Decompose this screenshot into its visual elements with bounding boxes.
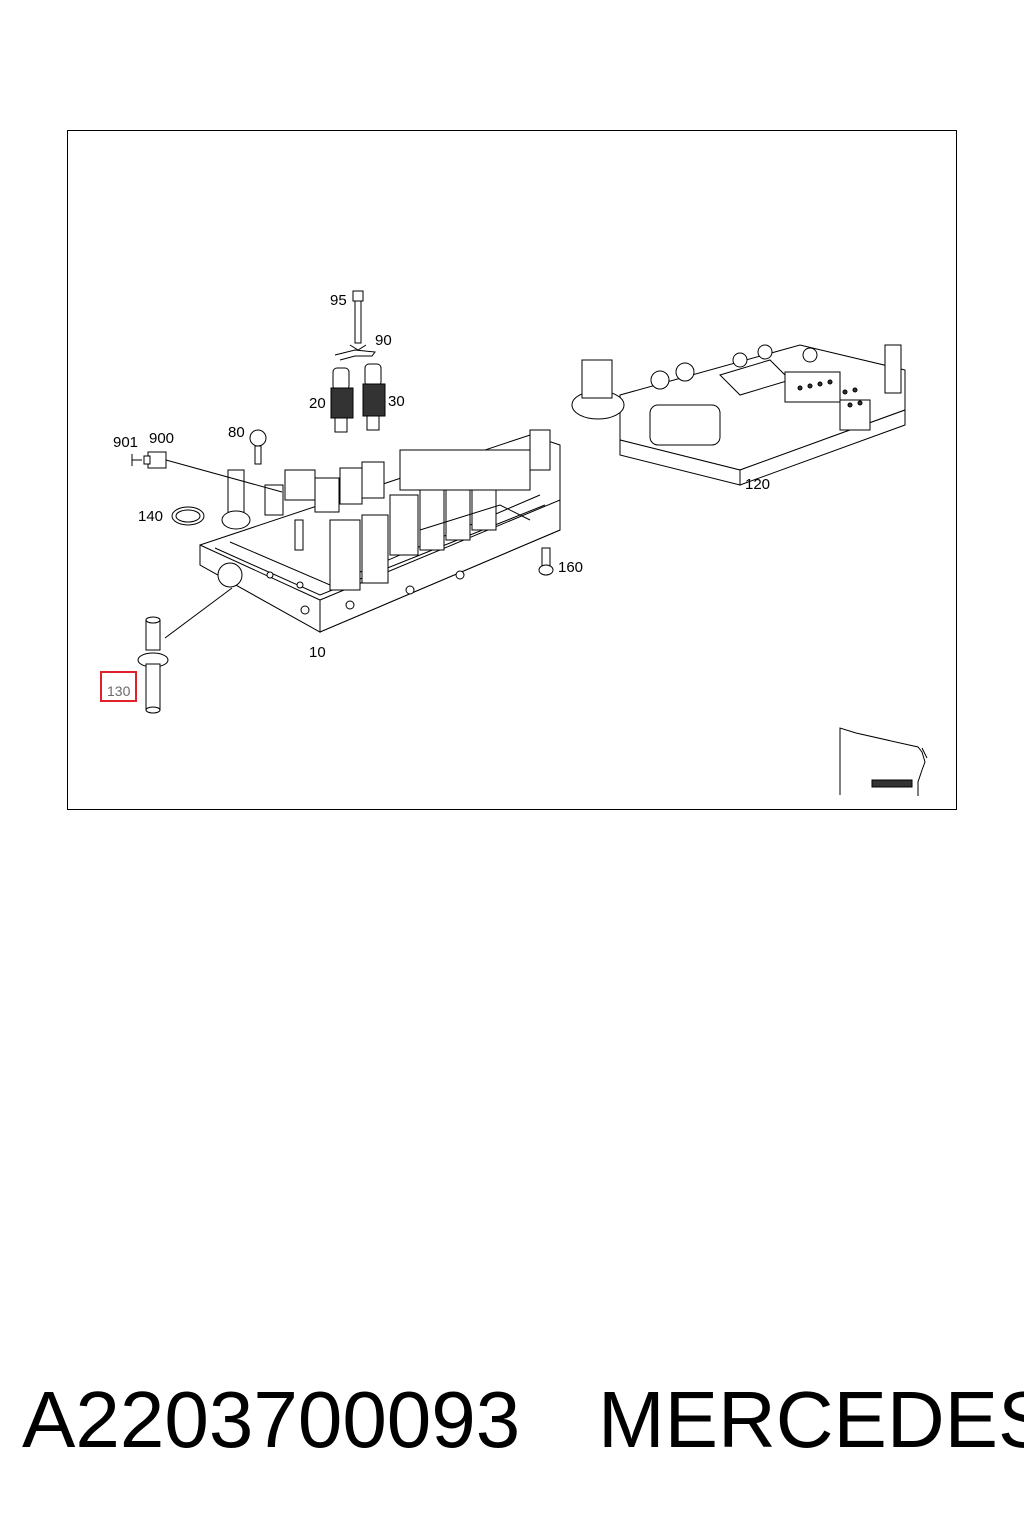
- callout-120: 120: [745, 476, 770, 493]
- solenoid-30: [362, 363, 386, 431]
- callout-80: 80: [228, 424, 245, 441]
- callout-90: 90: [375, 332, 392, 349]
- vehicle-thumbnail: [839, 727, 928, 796]
- callout-20: 20: [309, 395, 326, 412]
- callout-95: 95: [330, 292, 347, 309]
- bolt-80: [249, 429, 267, 465]
- callout-10: 10: [309, 644, 326, 661]
- brand-name: MERCEDES: [598, 1375, 1024, 1464]
- connector-900: [143, 451, 167, 469]
- solenoid-20: [330, 367, 354, 433]
- control-module-120: [571, 344, 906, 486]
- callout-30: 30: [388, 393, 405, 410]
- callout-130: 130: [107, 683, 131, 699]
- valve-body-10: [199, 429, 561, 633]
- bolt-160: [538, 547, 554, 576]
- callout-900: 900: [149, 430, 174, 447]
- callout-160: 160: [558, 559, 583, 576]
- guide-sleeve-130: [137, 616, 169, 714]
- callout-901: 901: [113, 434, 138, 451]
- exploded-parts-diagram: 95 90 20 30 80 901 900 140 160 10 120 13…: [100, 290, 928, 796]
- highlight-box: [100, 671, 137, 702]
- product-caption: A2203700093 MERCEDES: [0, 1370, 1024, 1470]
- pin-901: [131, 454, 142, 466]
- part-number: A2203700093: [22, 1375, 521, 1464]
- callout-140: 140: [138, 508, 163, 525]
- bracket-90: [334, 344, 376, 361]
- bolt-95: [352, 290, 364, 344]
